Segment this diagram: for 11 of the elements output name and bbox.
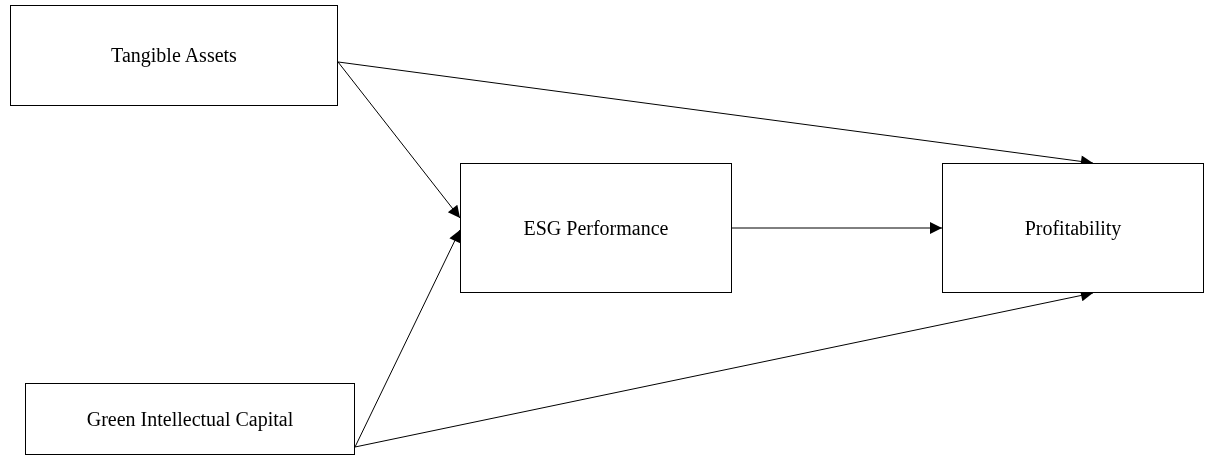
arrow <box>337 61 461 219</box>
concept-box <box>942 163 1204 293</box>
concept-box <box>10 5 338 106</box>
arrow <box>731 222 943 234</box>
concept-box <box>25 383 355 455</box>
box-label: Tangible Assets <box>111 44 237 67</box>
box-label: Profitability <box>1024 216 1122 240</box>
box-label: ESG Performance <box>523 216 669 240</box>
arrow <box>354 229 461 448</box>
box-label: Green Intellectual Capital <box>86 407 294 431</box>
concept-box <box>460 163 732 293</box>
